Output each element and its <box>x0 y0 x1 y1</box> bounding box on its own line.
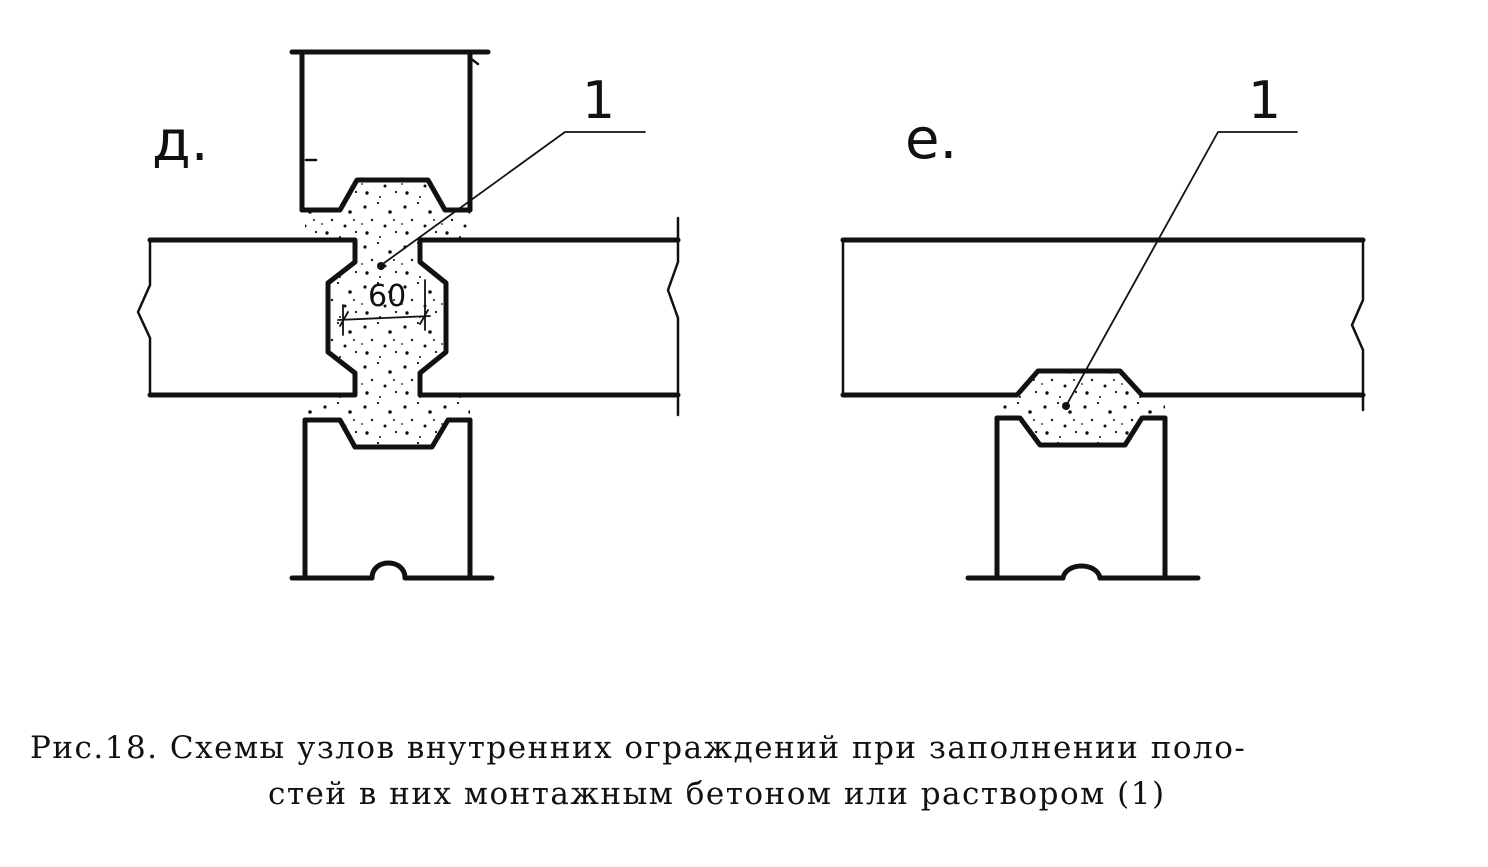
slab-bottom <box>840 368 1366 398</box>
caption-line-1: Рис.18. Схемы узлов внутренних ограждени… <box>30 730 1247 766</box>
callout-point-right <box>1062 402 1070 410</box>
callout-point <box>377 262 385 270</box>
callout-leader <box>379 131 646 267</box>
caption-line-2: стей в них монтажным бетоном или раствор… <box>268 776 1166 812</box>
lower-wall-panel <box>289 417 495 581</box>
diagram-tee-joint: е. 1 <box>840 71 1366 581</box>
upper-wall-panel <box>289 49 491 213</box>
figure-caption: Рис.18. Схемы узлов внутренних ограждени… <box>30 725 1470 817</box>
concrete-fill-cross <box>305 180 470 447</box>
diagram-letter-e: е. <box>905 107 957 172</box>
lower-wall-panel-right <box>965 415 1201 581</box>
slab-right <box>417 237 681 398</box>
callout-number-right: 1 <box>1248 71 1281 131</box>
diagram-cross-joint: д. 60 1 <box>136 49 681 581</box>
concrete-fill-tee <box>997 373 1165 445</box>
callout-leader-right <box>1065 131 1298 407</box>
callout-number: 1 <box>582 71 615 131</box>
slab-left <box>147 237 358 398</box>
diagram-letter-d: д. <box>152 109 209 174</box>
lower-wall-key-right <box>994 415 1168 448</box>
lower-wall-key <box>302 417 473 450</box>
dimension-label: 60 <box>368 279 406 314</box>
upper-wall-key <box>299 177 473 213</box>
dimension-line <box>337 279 431 336</box>
